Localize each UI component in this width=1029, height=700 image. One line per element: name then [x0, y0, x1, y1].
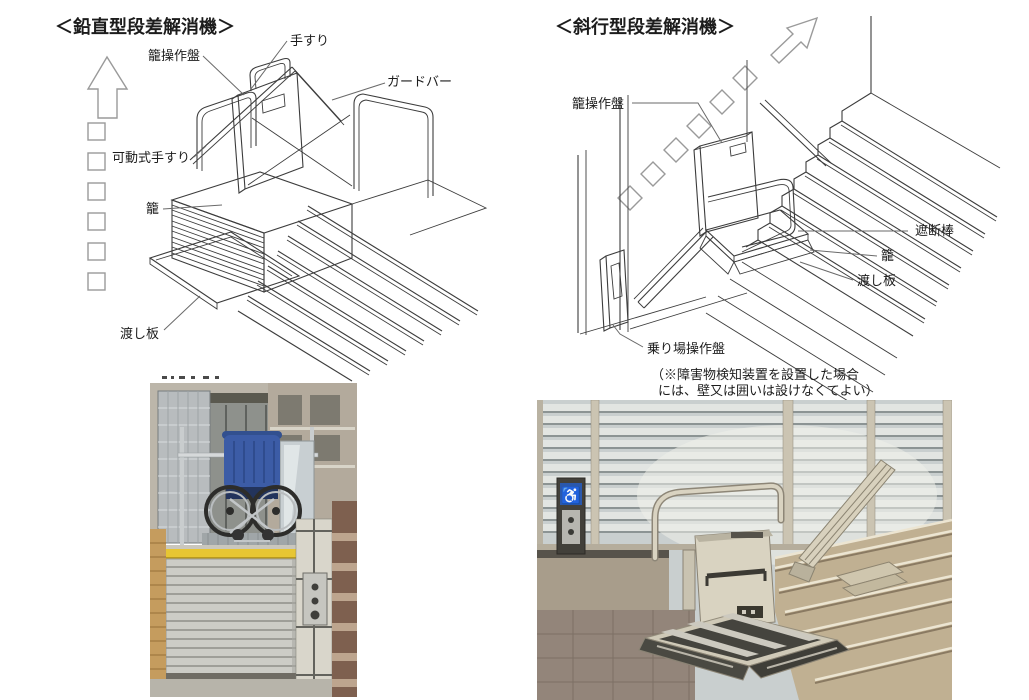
landing-control-panel-shape	[599, 249, 629, 332]
movable-handrail-bar	[189, 66, 345, 165]
cage-control-panel	[737, 606, 763, 618]
inclined-diagram-leaders	[612, 102, 908, 348]
up-arrow-icon	[86, 55, 129, 119]
wheelchair-symbol-icon: ♿	[561, 486, 581, 505]
landing-control-panel	[302, 572, 328, 626]
vertical-diagram-leaders	[162, 40, 386, 331]
inclined-lift-drawing	[577, 16, 1001, 400]
brick-wall	[150, 529, 166, 681]
inclined-diagram-title: ＜斜行型段差解消機＞	[555, 16, 735, 37]
accessibility-sign	[560, 483, 582, 505]
stairs-drawing	[705, 16, 1001, 400]
label-transfer-plate: 渡し板	[857, 273, 896, 288]
vertical-diagram-title: ＜鉛直型段差解消機＞	[55, 16, 235, 37]
bellows-skirt	[165, 558, 303, 681]
label-movable-handrail: 可動式手すり	[112, 150, 190, 165]
inclined-lift-unit	[633, 99, 832, 309]
stairs-drawing	[237, 205, 479, 382]
note-line1: （※障害物検知装置を設置した場合	[651, 367, 859, 382]
landing-wall	[537, 558, 669, 610]
label-cage: 籠	[146, 201, 159, 216]
label-barrier-bar: 遮断棒	[915, 223, 954, 238]
diagonal-arrow-icon	[769, 16, 819, 64]
label-cage-control-panel: 籠操作盤	[148, 48, 200, 63]
wall-shadow-band	[537, 550, 669, 558]
platform-slats	[171, 204, 265, 287]
label-handrail: 手すり	[290, 33, 329, 48]
ground	[150, 679, 332, 697]
inclined-rail	[788, 459, 909, 597]
vertical-lift-drawing	[148, 57, 488, 382]
yellow-warning-strip	[160, 549, 310, 559]
note-line2: には、壁又は囲いは設けなくてよい）	[658, 383, 879, 398]
stair-lift-unit	[638, 482, 851, 681]
label-landing-control-panel: 乗り場操作盤	[647, 341, 725, 356]
railing-post-left	[180, 427, 184, 547]
vertical-lift-diagram: ＜鉛直型段差解消機＞	[55, 16, 488, 382]
diamond-trail	[617, 65, 758, 211]
lift-platform	[638, 613, 851, 681]
inclined-lift-photo: ♿	[537, 400, 952, 700]
control-column	[295, 518, 333, 696]
guide-squares	[87, 122, 106, 291]
wheelchair	[204, 431, 302, 542]
label-transfer-plate: 渡し板	[120, 326, 159, 341]
transfer-plate-shape	[148, 231, 301, 310]
label-cage-control-panel: 籠操作盤	[572, 96, 624, 111]
label-cage: 籠	[881, 248, 894, 263]
call-post: ♿	[556, 477, 586, 555]
call-post-panel	[562, 510, 580, 544]
yellow-strip-shadow	[160, 557, 310, 559]
scan-artifact-marks	[162, 376, 219, 379]
vertical-lift-photo	[150, 383, 357, 697]
label-guard-bar: ガードバー	[387, 74, 452, 89]
guard-rail-loop	[653, 483, 783, 560]
side-stairs	[332, 501, 357, 697]
inclined-lift-diagram: ＜斜行型段差解消機＞	[555, 16, 1001, 400]
